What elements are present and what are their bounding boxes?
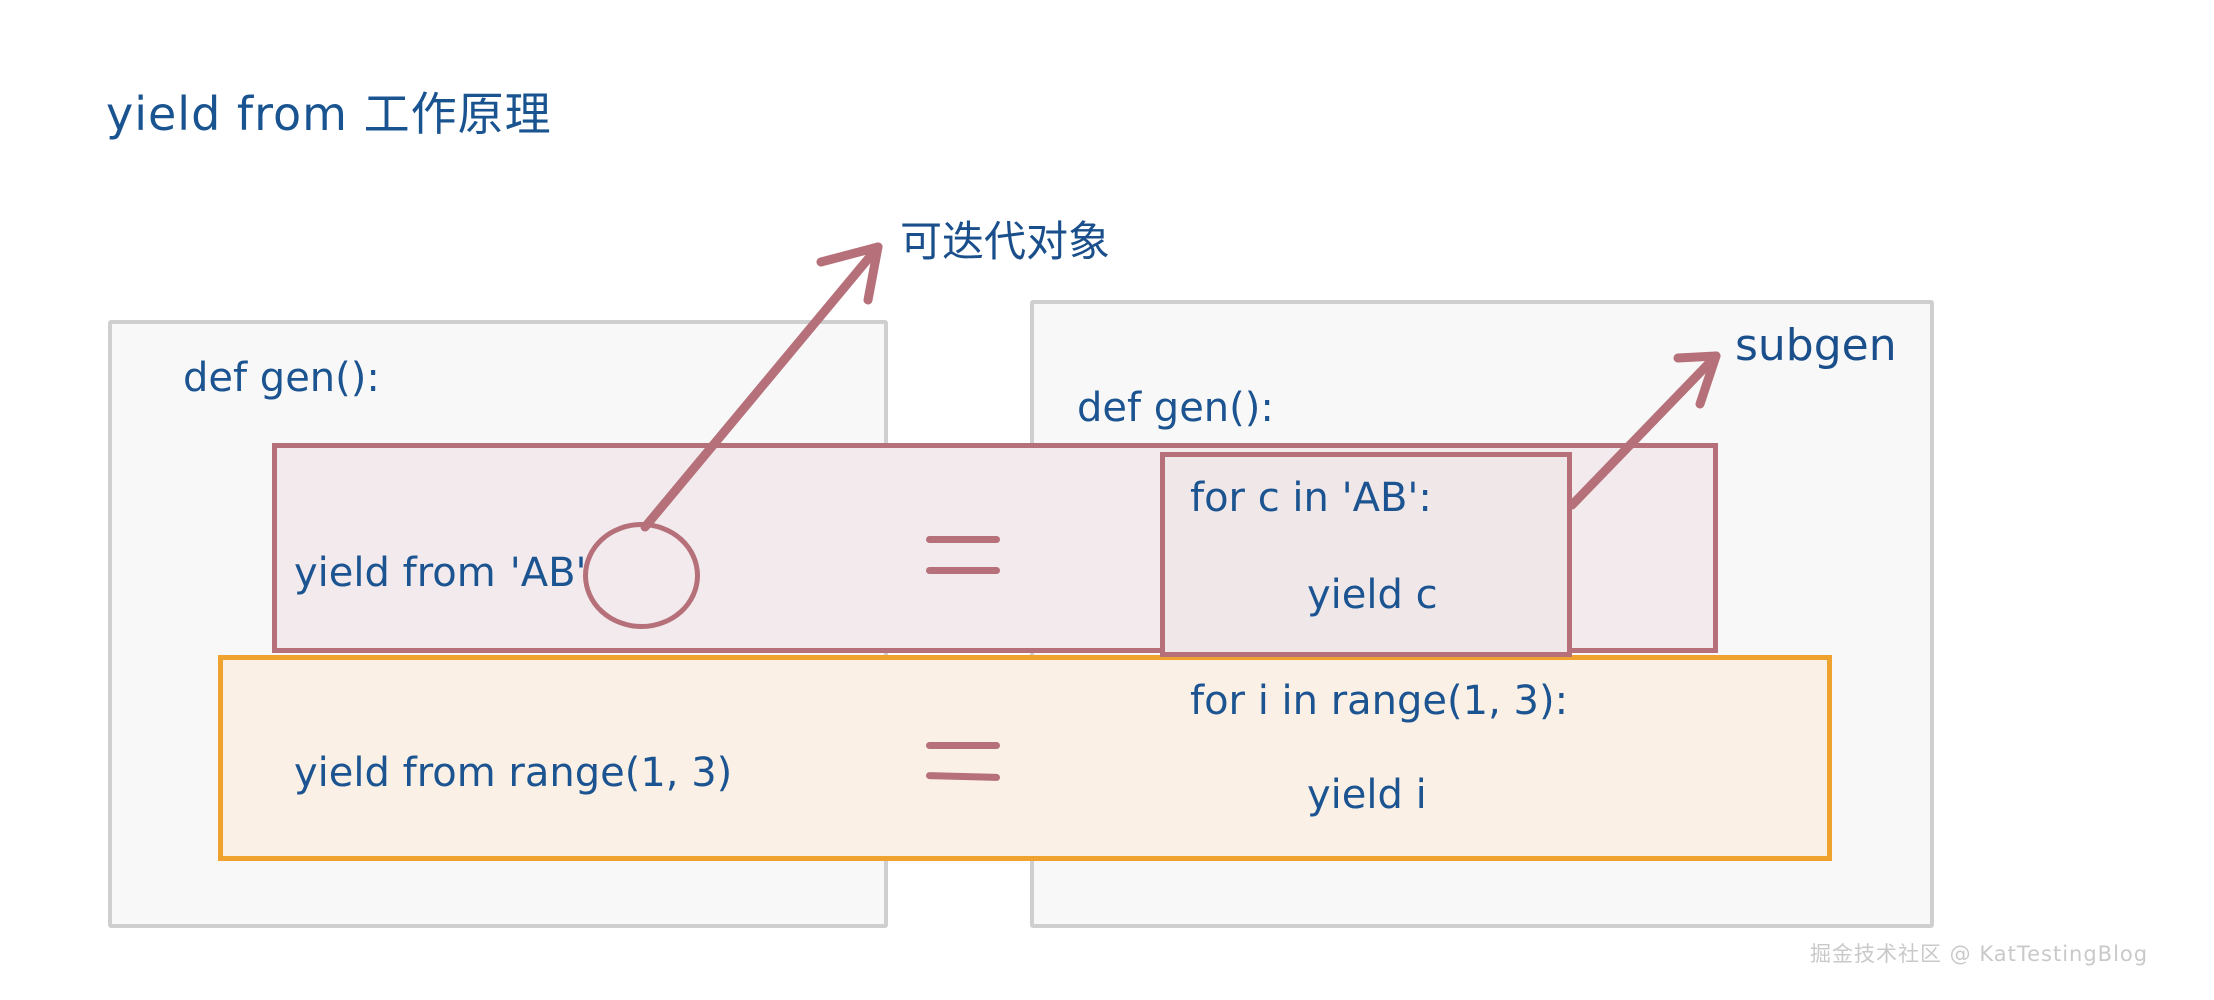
- equals-bar-upper: [926, 536, 1000, 543]
- right-def-line: def gen():: [1077, 385, 1274, 431]
- equals-bar-lower: [926, 567, 1000, 574]
- page-title: yield from 工作原理: [106, 87, 552, 141]
- yield-from-range-band: [218, 655, 1832, 861]
- subgen-annotation-label: subgen: [1735, 320, 1897, 371]
- equals-sign-bottom: [925, 742, 1001, 782]
- subgen-inner-box: [1160, 452, 1572, 657]
- left-yield-from-line: yield from 'AB': [294, 550, 587, 596]
- equals-bar-lower: [925, 771, 1001, 782]
- left-circled-value: 'AB': [509, 550, 587, 596]
- iterable-annotation-label: 可迭代对象: [900, 217, 1111, 266]
- right-for-i-line: for i in range(1, 3):: [1190, 678, 1569, 724]
- left-yield-from-range-line: yield from range(1, 3): [294, 750, 733, 796]
- equals-bar-upper: [926, 742, 1000, 749]
- right-for-c-line: for c in 'AB':: [1190, 475, 1432, 521]
- circle-highlight-ab: [583, 522, 700, 629]
- watermark: 掘金技术社区 @ KatTestingBlog: [1810, 942, 2149, 966]
- right-yield-c-line: yield c: [1307, 572, 1438, 618]
- right-yield-i-line: yield i: [1307, 772, 1427, 818]
- left-def-line: def gen():: [183, 355, 380, 401]
- equals-sign-top: [926, 536, 1000, 574]
- left-yield-from-prefix: yield from: [294, 550, 496, 596]
